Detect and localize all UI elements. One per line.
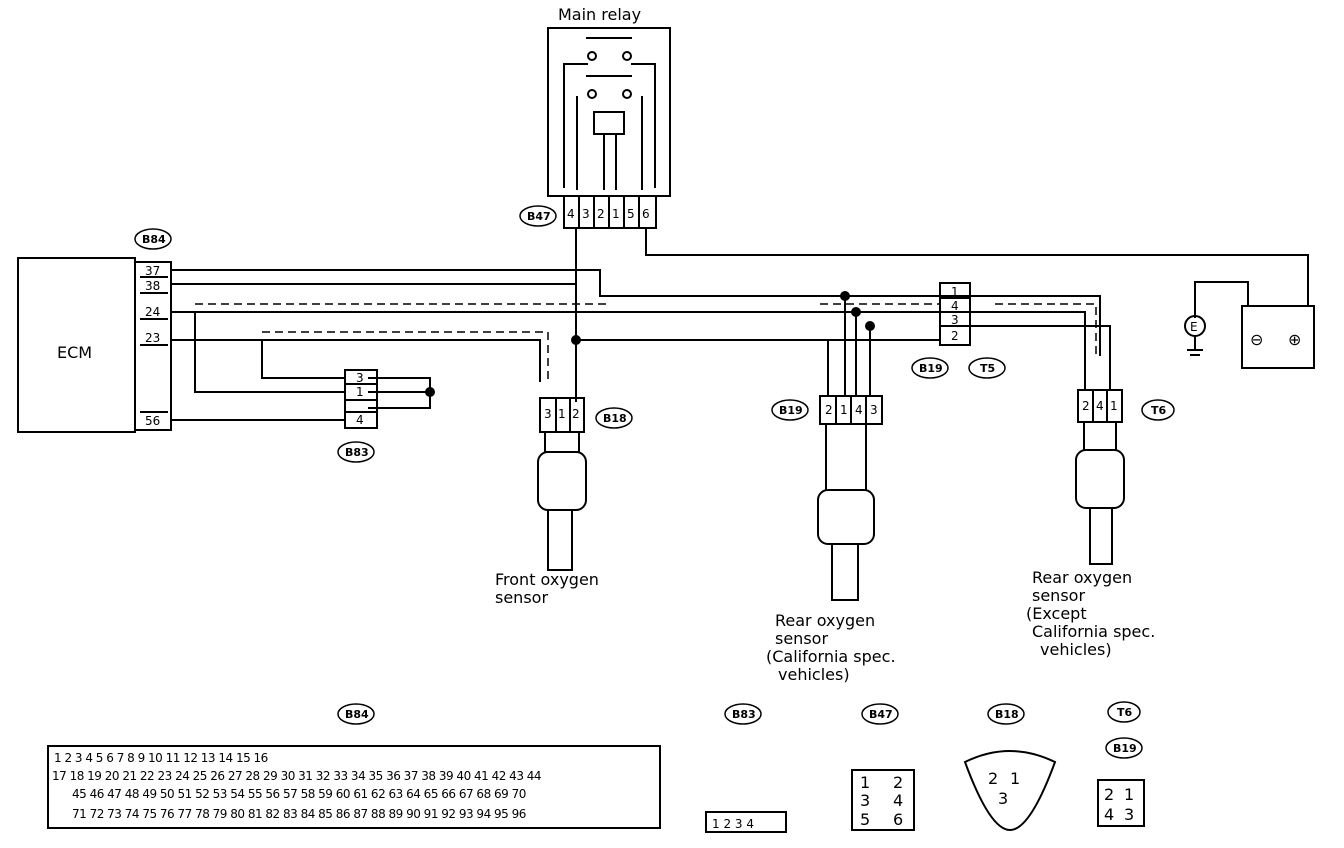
t6-connector-block (1077, 389, 1123, 423)
t6-face-3: 3 (1124, 805, 1134, 824)
rear-ex-label-2: sensor (1032, 586, 1085, 605)
t6-face-4: 4 (1104, 805, 1114, 824)
battery-plus-icon: ⊕ (1288, 330, 1301, 349)
b19-pin-3: 3 (870, 403, 878, 417)
b19-pin-1: 1 (840, 403, 848, 417)
b47-face-4: 4 (893, 791, 903, 810)
b84-face-row-3: 45 46 47 48 49 50 51 52 53 54 55 56 57 5… (72, 787, 526, 801)
b84-face-row-4: 71 72 73 74 75 76 77 78 79 80 81 82 83 8… (72, 807, 526, 821)
tag-b19-bottom: B19 (1113, 742, 1137, 755)
ecm-pin-37: 37 (145, 264, 160, 278)
b47-pin-1: 1 (612, 207, 620, 221)
t5-connector-block (939, 282, 971, 346)
b47-pin-4: 4 (567, 207, 575, 221)
b47-face-2: 2 (893, 773, 903, 792)
t5-pin-2: 2 (951, 329, 959, 343)
t5-pin-1: 1 (951, 285, 959, 299)
ground-e-label: E (1190, 320, 1198, 334)
rear-ca-sensor-boot (817, 489, 875, 545)
front-sensor-body (547, 509, 573, 571)
b18-connector-block (539, 397, 585, 433)
tag-t6: T6 (1151, 404, 1167, 417)
tag-b47-top: B47 (527, 210, 551, 223)
b18-pin-2: 2 (572, 407, 580, 421)
rear-ex-sensor-body (1089, 507, 1113, 565)
battery-box (1241, 305, 1315, 369)
tag-t5: T5 (980, 362, 995, 375)
b47-face-3: 3 (860, 791, 870, 810)
b18-pin-3: 3 (544, 407, 552, 421)
b19-pin-2: 2 (825, 403, 833, 417)
ecm-label: ECM (57, 343, 92, 362)
ecm-pin-24: 24 (145, 305, 160, 319)
t5-pin-4: 4 (951, 299, 959, 313)
tag-b84-bottom: B84 (345, 708, 369, 721)
t6-pin-2: 2 (1082, 399, 1090, 413)
rear-ex-label-4: California spec. (1032, 622, 1155, 641)
ecm-pin-56: 56 (145, 414, 160, 428)
b47-pin-2: 2 (597, 207, 605, 221)
rear-ex-sensor-boot (1075, 449, 1125, 509)
b47-pin-5: 5 (627, 207, 635, 221)
rear-ca-label-2: sensor (775, 629, 828, 648)
rear-ex-label-1: Rear oxygen (1032, 568, 1132, 587)
ecm-pin-23: 23 (145, 331, 160, 345)
b18-face-2: 2 (988, 769, 998, 788)
b47-pin-3: 3 (582, 207, 590, 221)
battery-minus-icon: ⊖ (1250, 330, 1263, 349)
front-sensor-label-1: Front oxygen (495, 570, 599, 589)
rear-ex-label-5: vehicles) (1040, 640, 1112, 659)
t6-pin-4: 4 (1096, 399, 1104, 413)
tag-b84-top: B84 (142, 233, 166, 246)
ecm-pin-38: 38 (145, 279, 160, 293)
b84-face-outline (47, 745, 661, 829)
rear-ca-label-3: (California spec. (766, 647, 896, 666)
rear-ex-label-3: (Except (1026, 604, 1087, 623)
b84-face-row-2: 17 18 19 20 21 22 23 24 25 26 27 28 29 3… (52, 769, 541, 783)
rear-ca-label-4: vehicles) (778, 665, 850, 684)
b83-pin-1: 1 (356, 385, 364, 399)
tag-b19-right: B19 (919, 362, 943, 375)
tag-b19-left: B19 (779, 404, 803, 417)
b18-pin-1: 1 (558, 407, 566, 421)
tag-b47-bottom: B47 (869, 708, 893, 721)
main-relay-label: Main relay (558, 5, 641, 24)
front-sensor-boot (537, 451, 587, 511)
b18-face-3: 3 (998, 789, 1008, 808)
b83-face-pins: 1 2 3 4 (712, 817, 754, 831)
t5-pin-3: 3 (951, 313, 959, 327)
b84-face-row-1: 1 2 3 4 5 6 7 8 9 10 11 12 13 14 15 16 (54, 751, 268, 765)
b83-pin-3: 3 (356, 371, 364, 385)
t6-face-2: 2 (1104, 785, 1114, 804)
t6-pin-1: 1 (1110, 399, 1118, 413)
tag-b83-mid: B83 (345, 446, 369, 459)
b19-pin-4: 4 (855, 403, 863, 417)
b47-pin-6: 6 (642, 207, 650, 221)
tag-b83-bottom: B83 (732, 708, 756, 721)
b84-pin-strip (134, 261, 172, 431)
rear-ca-sensor-body (831, 543, 859, 601)
b83-pin-4: 4 (356, 413, 364, 427)
b47-face-6: 6 (893, 810, 903, 829)
tag-t6-bottom: T6 (1117, 706, 1133, 719)
tag-b18-bottom: B18 (995, 708, 1019, 721)
t6-face-1: 1 (1124, 785, 1134, 804)
front-sensor-label-2: sensor (495, 588, 548, 607)
b47-face-5: 5 (860, 810, 870, 829)
b18-face-1: 1 (1010, 769, 1020, 788)
rear-ca-label-1: Rear oxygen (775, 611, 875, 630)
tag-b18-mid: B18 (603, 412, 627, 425)
b47-face-1: 1 (860, 773, 870, 792)
